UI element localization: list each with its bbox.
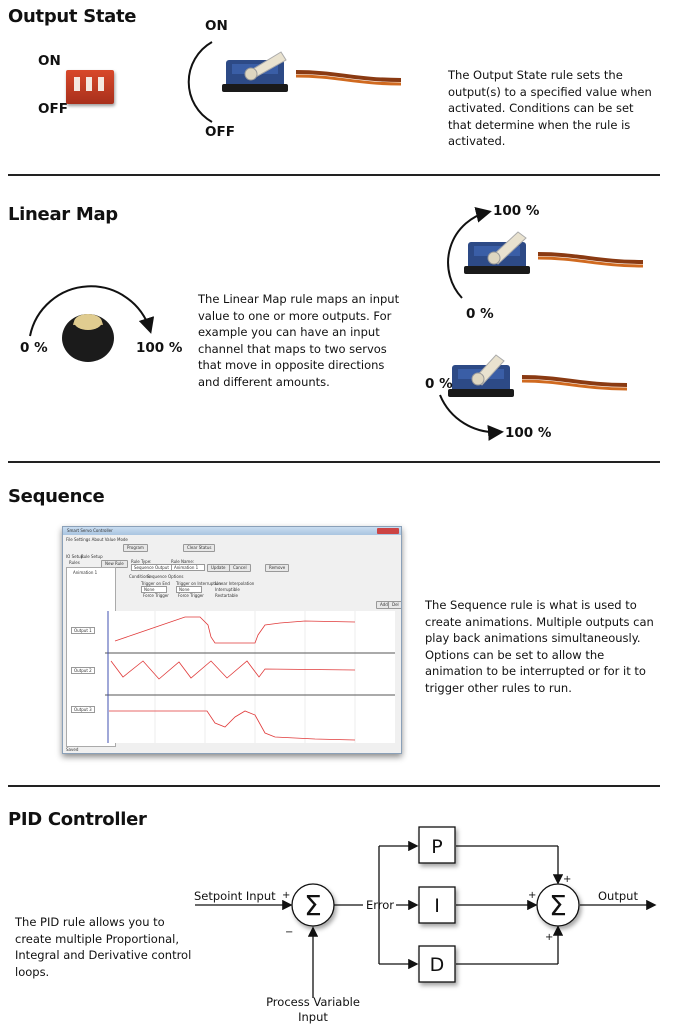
servo-off-label: OFF [205, 124, 235, 140]
interruptible-check: Interruptible [215, 587, 240, 592]
pid-diagram [195, 840, 657, 998]
servo2-max-label: 100 % [505, 425, 552, 441]
servo-on-label: ON [205, 18, 228, 34]
program-button: Program [123, 544, 148, 552]
sum-node-2 [536, 883, 580, 927]
divider [8, 174, 660, 176]
trigger-end-label: Trigger on End [141, 581, 170, 586]
plus-sign: + [528, 890, 536, 901]
setpoint-label: Setpoint Input [194, 889, 276, 903]
force-trigger-check: Force Trigger [178, 593, 204, 598]
sequence-curves [109, 616, 356, 741]
linear-map-title: Linear Map [8, 204, 118, 225]
servo2-arc [439, 394, 504, 441]
output-state-title: Output State [8, 6, 137, 27]
rule-item: Animation 1 [73, 570, 98, 575]
linear-interpolation-check: Linear Interpolation [215, 581, 255, 586]
clear-status-button: Clear Status [183, 544, 216, 552]
dip-switch-icon [66, 70, 114, 104]
switch-on-label: ON [38, 53, 61, 69]
i-label: I [434, 895, 440, 917]
output-select: Output 1 [71, 627, 95, 634]
servo-icon [220, 51, 403, 94]
knob-arc [29, 285, 155, 337]
sequence-description: The Sequence rule is what is used to cre… [425, 598, 654, 695]
output-state-description: The Output State rule sets the output(s)… [448, 68, 652, 148]
cancel-button: Cancel [229, 564, 251, 572]
knob-max-label: 100 % [136, 340, 183, 356]
minus-sign: − [285, 927, 293, 938]
p-label: P [431, 836, 442, 858]
pid-description: The PID rule allows you to create multip… [15, 915, 192, 979]
sequence-title: Sequence [8, 486, 105, 507]
del-button: Del [388, 601, 401, 609]
menu-bar: File Settings About Value Mode [66, 537, 128, 542]
process-variable-label-2: Input [298, 1010, 328, 1024]
tab-io-setup: IO Setup [66, 554, 84, 559]
servo1-min-label: 0 % [466, 306, 494, 322]
servo2-icon [446, 354, 629, 399]
tab-rule-setup: Rule Setup [81, 554, 103, 559]
remove-button: Remove [265, 564, 290, 572]
knob-min-label: 0 % [20, 340, 48, 356]
rule-type-select: Sequence Output [131, 564, 172, 571]
rule-name-input: Animation 1 [171, 564, 205, 571]
knob-icon [62, 314, 114, 362]
servo2-min-label: 0 % [425, 376, 453, 392]
rules-label: Rules [69, 560, 80, 565]
sum-node-1 [291, 883, 335, 927]
error-label: Error [366, 898, 394, 912]
window-controls [377, 528, 399, 534]
force-trigger-check: Force Trigger [143, 593, 169, 598]
sum-symbol-2: Σ [549, 889, 567, 922]
trigger-interrupt-label: Trigger on Interruption [176, 581, 222, 586]
trigger-end-select: None [141, 586, 167, 593]
divider [8, 785, 660, 787]
d-label: D [430, 954, 445, 976]
output-select: Output 3 [71, 706, 95, 713]
sequence-timeline [105, 611, 395, 743]
restartable-check: Restartable [215, 593, 238, 598]
status-bar: Saved [66, 747, 79, 752]
divider [8, 461, 660, 463]
output-select: Output 2 [71, 667, 95, 674]
tab-sequence-options: Sequence Options [147, 574, 184, 579]
trigger-interrupt-select: None [176, 586, 202, 593]
switch-off-label: OFF [38, 101, 68, 117]
servo1-max-label: 100 % [493, 203, 540, 219]
pid-title: PID Controller [8, 809, 147, 830]
update-button: Update [207, 564, 230, 572]
sequence-editor-screenshot: Smart Servo Controller File Settings Abo… [62, 526, 402, 754]
plus-sign: + [563, 874, 571, 885]
rule-name-label: Rule Name: [171, 559, 195, 564]
window-title: Smart Servo Controller [67, 528, 113, 533]
servo1-arc [447, 207, 492, 299]
i-block [418, 886, 456, 924]
window-titlebar: Smart Servo Controller [63, 527, 401, 535]
p-block [418, 826, 456, 864]
sum-symbol-1: Σ [304, 889, 322, 922]
linear-map-description: The Linear Map rule maps an input value … [198, 292, 400, 389]
process-variable-label: Process Variable [266, 995, 360, 1009]
tab-conditions: Conditions [129, 574, 151, 579]
rule-type-label: Rule Type: [131, 559, 152, 564]
plus-sign: + [282, 890, 290, 901]
servo1-icon [462, 231, 645, 276]
d-block [418, 945, 456, 983]
output-label: Output [598, 889, 638, 903]
rotation-arc [187, 41, 213, 123]
plus-sign: + [545, 932, 553, 943]
